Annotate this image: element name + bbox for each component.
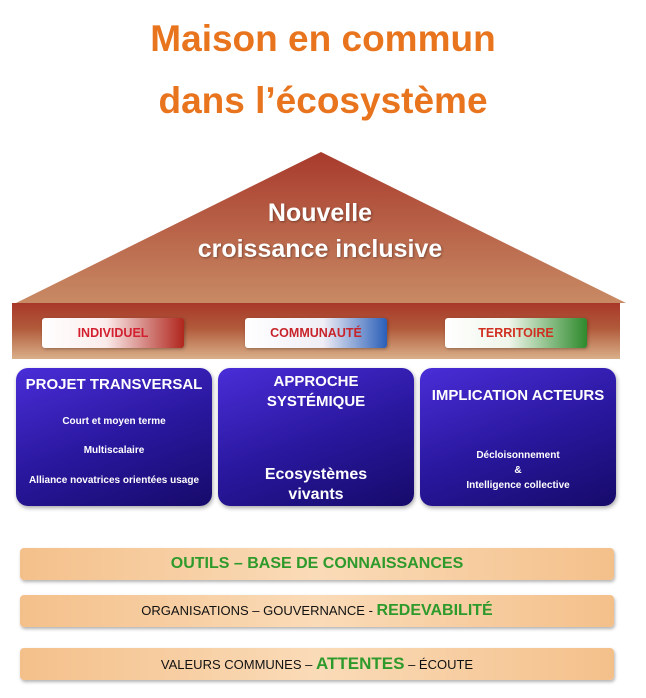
pillar-implication-acteurs: IMPLICATION ACTEURS Décloisonnement & In…	[420, 368, 616, 506]
bar-valeurs-highlight: ATTENTES	[315, 654, 405, 673]
roof-text-line-2: croissance inclusive	[197, 235, 443, 263]
pillar-bottom-line-2: vivants	[288, 486, 344, 503]
pillar-item: Intelligence collective	[466, 480, 570, 491]
pillar-heading: IMPLICATION ACTEURS	[431, 387, 605, 404]
title-line-1: Maison en commun	[150, 18, 496, 59]
tag-individuel: INDIVIDUEL	[42, 318, 184, 348]
pillar-heading-line-2: SYSTÉMIQUE	[266, 393, 366, 410]
pillar-item: &	[514, 465, 522, 476]
pillar-item: Court et moyen terme	[62, 416, 166, 427]
bar-organisations-highlight: REDEVABILITÉ	[376, 602, 493, 619]
bar-valeurs: VALEURS COMMUNES – ATTENTES – ÉCOUTE	[20, 648, 614, 680]
pillar-item: Multiscalaire	[83, 445, 145, 456]
pillar-item: Alliance novatrices orientées usage	[28, 475, 200, 486]
roof-text-line-1: Nouvelle	[267, 199, 373, 227]
bar-outils-text: OUTILS – BASE DE CONNAISSANCES	[170, 555, 464, 572]
bar-organisations: ORGANISATIONS – GOUVERNANCE - REDEVABILI…	[20, 595, 614, 627]
roof-triangle	[16, 152, 626, 303]
bar-valeurs-text-after: – ÉCOUTE	[404, 657, 474, 672]
pillar-item: Décloisonnement	[476, 450, 560, 461]
title-line-2: dans l’écosystème	[158, 80, 488, 121]
tag-territoire: TERRITOIRE	[445, 318, 587, 348]
bar-valeurs-text: VALEURS COMMUNES –	[160, 657, 316, 672]
pillar-approche-systemique: APPROCHE SYSTÉMIQUE Ecosystèmes vivants	[218, 368, 414, 506]
pillar-projet-transversal: PROJET TRANSVERSAL Court et moyen terme …	[16, 368, 212, 506]
tag-communaute: COMMUNAUTÉ	[245, 318, 387, 348]
bar-outils: OUTILS – BASE DE CONNAISSANCES	[20, 548, 614, 580]
bar-organisations-text: ORGANISATIONS – GOUVERNANCE -	[141, 603, 377, 618]
pillar-heading: PROJET TRANSVERSAL	[25, 376, 203, 393]
pillar-heading-line-1: APPROCHE	[273, 373, 359, 390]
pillar-bottom-line-1: Ecosystèmes	[264, 466, 368, 483]
